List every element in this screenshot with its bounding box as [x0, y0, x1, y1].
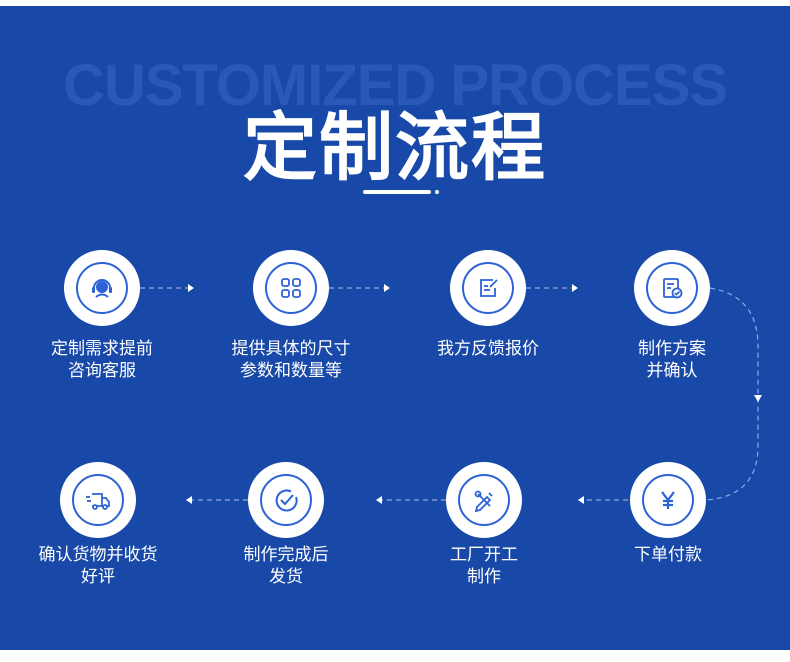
step-5-label: 下单付款: [634, 545, 702, 565]
yen-icon: [661, 491, 675, 509]
edit-note-icon: [480, 279, 498, 297]
step-4-icon-circle: [634, 250, 710, 326]
page-title: 定制流程: [243, 105, 547, 191]
arrow-left-icon: [578, 496, 584, 504]
title-underline-dot: [435, 190, 439, 194]
connector-4-5: [705, 287, 759, 501]
arrow-down-icon: [754, 395, 762, 402]
tools-icon: [474, 490, 493, 513]
arrow-left-icon: [376, 496, 382, 504]
step-7-icon-circle: [248, 462, 324, 538]
step-8-label: 确认货物并收货好评: [38, 545, 158, 587]
step-4-label: 制作方案并确认: [638, 339, 706, 381]
grid-icon: [281, 278, 301, 298]
arrow-left-icon: [186, 496, 192, 504]
step-1-label: 定制需求提前咨询客服: [51, 339, 153, 381]
title-underline: [363, 190, 431, 194]
checkmark-icon: [275, 489, 298, 512]
arrow-right-icon: [384, 284, 390, 292]
step-5-icon-circle: [630, 462, 706, 538]
step-2-label: 提供具体的尺寸参数和数量等: [231, 339, 351, 381]
step-1-icon-circle: [64, 250, 140, 326]
step-2-icon-circle: [253, 250, 329, 326]
delivery-truck-icon: [86, 493, 110, 510]
flow-connectors: [140, 284, 762, 504]
step-7-label: 制作完成后发货: [243, 545, 329, 587]
step-6-label: 工厂开工制作: [450, 545, 518, 587]
step-3-label: 我方反馈报价: [437, 339, 539, 359]
step-6-icon-circle: [446, 462, 522, 538]
step-8-icon-circle: [60, 462, 136, 538]
step-3-icon-circle: [450, 250, 526, 326]
background-watermark-text: CUSTOMIZED PROCESS: [62, 53, 728, 118]
document-check-icon: [663, 278, 683, 299]
arrow-right-icon: [188, 284, 194, 292]
process-panel: CUSTOMIZED PROCESS 定制流程: [0, 6, 790, 650]
arrow-right-icon: [572, 284, 578, 292]
headset-icon: [92, 279, 112, 298]
